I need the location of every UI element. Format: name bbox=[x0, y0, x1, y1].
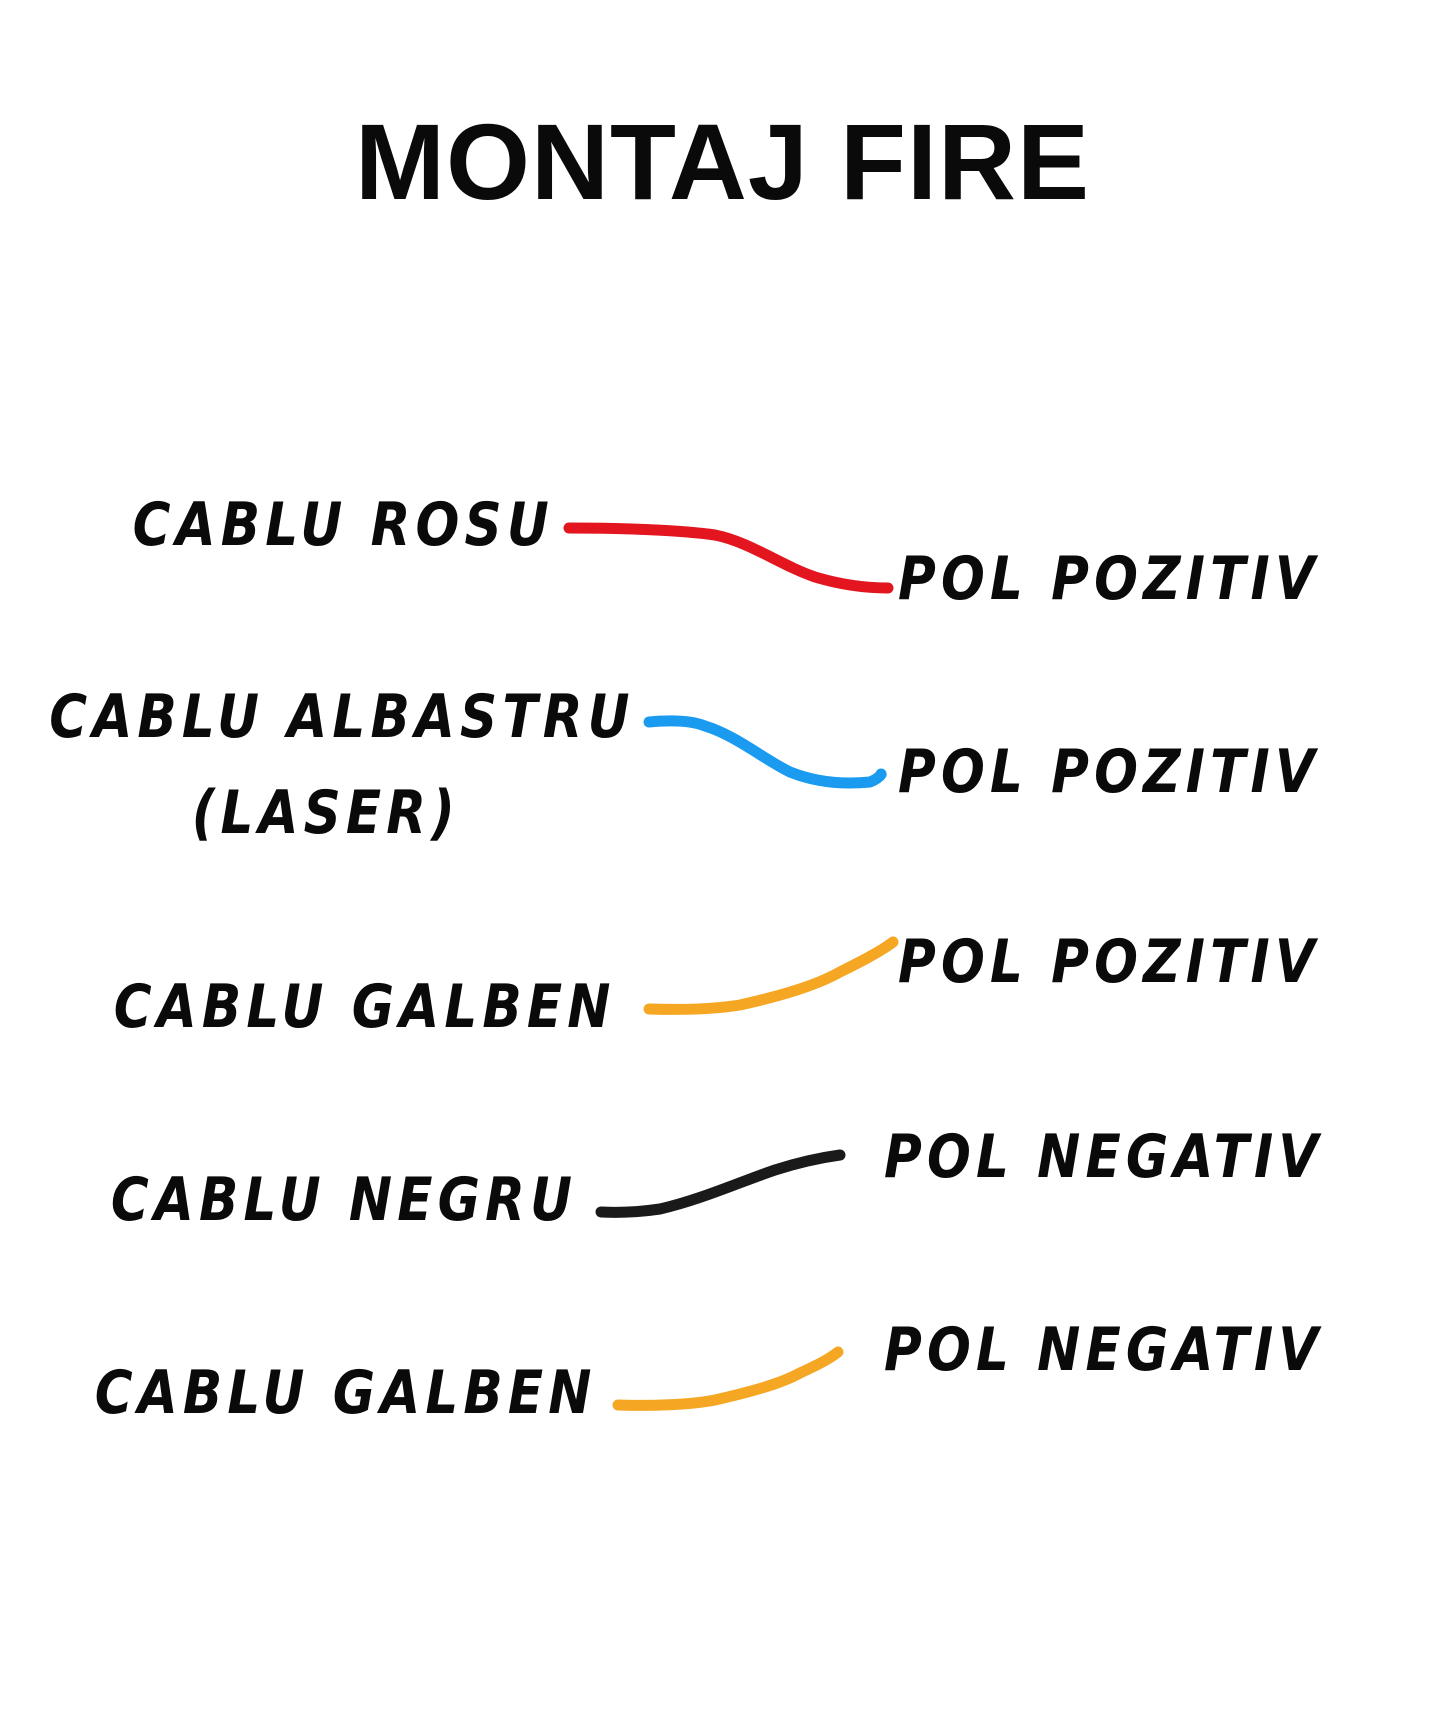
cable-label-black: CABLU NEGRU bbox=[110, 1165, 577, 1235]
pole-label-positive-3: POL POZITIV bbox=[898, 927, 1320, 997]
wire-yellow-1 bbox=[643, 936, 899, 1015]
cable-label-red: CABLU ROSU bbox=[132, 490, 554, 560]
cable-label-yellow-2: CABLU GALBEN bbox=[95, 1358, 597, 1428]
pole-label-positive-1: POL POZITIV bbox=[898, 544, 1320, 614]
wire-yellow-2 bbox=[612, 1346, 844, 1411]
wire-black bbox=[595, 1149, 846, 1218]
pole-label-negative-2: POL NEGATIV bbox=[884, 1315, 1324, 1385]
cable-label-blue: CABLU ALBASTRU bbox=[49, 682, 635, 752]
wire-blue bbox=[643, 715, 887, 789]
cable-label-yellow-1: CABLU GALBEN bbox=[114, 972, 616, 1042]
wire-red bbox=[563, 522, 894, 594]
pole-label-positive-2: POL POZITIV bbox=[898, 737, 1320, 807]
cable-label-blue-laser: (LASER) bbox=[191, 778, 460, 848]
diagram-title: MONTAJ FIRE bbox=[355, 101, 1090, 222]
pole-label-negative-1: POL NEGATIV bbox=[884, 1122, 1324, 1192]
